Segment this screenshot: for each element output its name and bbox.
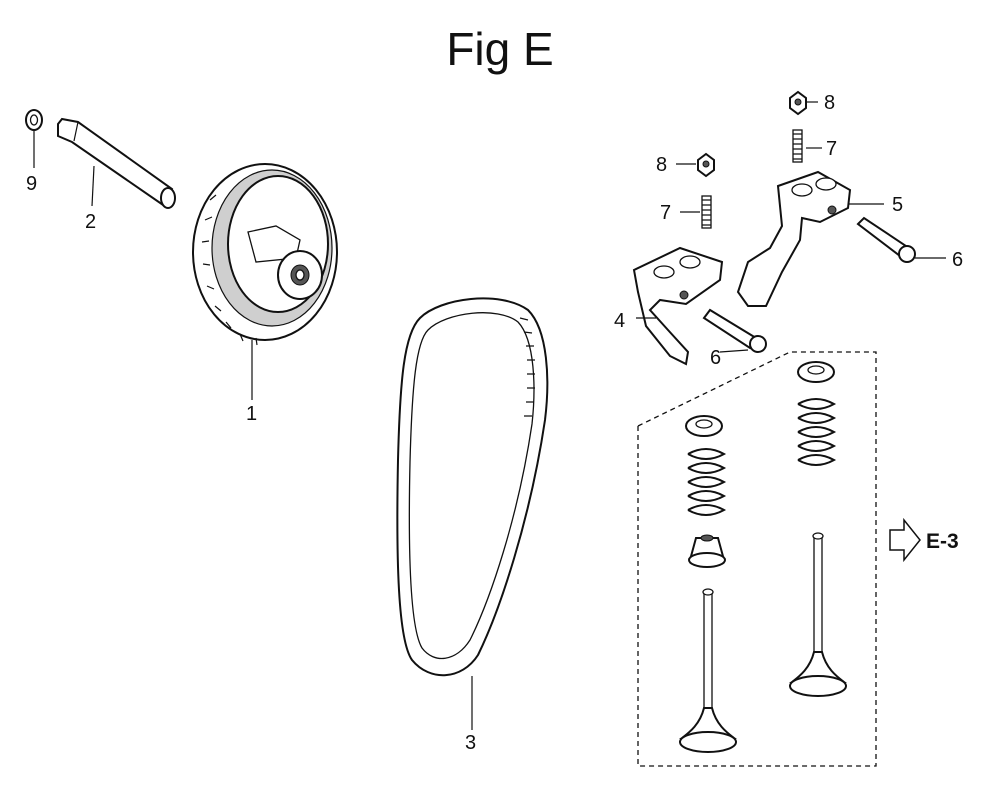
rocker-arm-exhaust-part[interactable] bbox=[736, 170, 852, 307]
adjusting-stud-left-part[interactable] bbox=[701, 195, 712, 229]
rocker-arm-part[interactable] bbox=[632, 246, 724, 366]
valve-retainer-left-part[interactable] bbox=[685, 415, 723, 437]
lock-nut-left-part[interactable] bbox=[697, 152, 715, 178]
timing-belt-part[interactable] bbox=[396, 297, 549, 677]
reference-link[interactable]: E-3 bbox=[889, 517, 959, 563]
callout-5: 5 bbox=[892, 194, 903, 216]
valve-spring-right-part[interactable] bbox=[797, 398, 837, 466]
rocker-pin-right-part[interactable] bbox=[856, 216, 916, 263]
figure-title: Fig E bbox=[446, 23, 554, 75]
reference-label[interactable]: E-3 bbox=[926, 530, 959, 553]
adjusting-stud-right-part[interactable] bbox=[792, 129, 803, 163]
intake-valve-part[interactable] bbox=[679, 588, 737, 753]
arrow-right-icon bbox=[889, 517, 921, 563]
callout-1: 1 bbox=[246, 403, 257, 425]
callout-9: 9 bbox=[26, 173, 37, 195]
callout-7-right: 7 bbox=[826, 138, 837, 160]
shaft-part[interactable] bbox=[57, 117, 176, 209]
valve-spring-left-part[interactable] bbox=[687, 448, 727, 516]
leader-lines bbox=[33, 101, 946, 730]
callout-2: 2 bbox=[85, 211, 96, 233]
washer-part[interactable] bbox=[25, 109, 43, 131]
callout-8-right: 8 bbox=[824, 92, 835, 114]
belt-teeth bbox=[519, 317, 535, 417]
callout-8-left: 8 bbox=[656, 154, 667, 176]
valve-stem-seal-part[interactable] bbox=[688, 534, 726, 568]
pulley-teeth bbox=[201, 194, 258, 346]
callout-6-left: 6 bbox=[710, 347, 721, 369]
cam-pulley-part[interactable] bbox=[192, 163, 338, 346]
valve-retainer-right-part[interactable] bbox=[797, 361, 835, 383]
lock-nut-right-part[interactable] bbox=[789, 90, 807, 116]
callout-3: 3 bbox=[465, 732, 476, 754]
rocker-pin-left-part[interactable] bbox=[702, 308, 767, 353]
exhaust-valve-part[interactable] bbox=[789, 532, 847, 697]
valve-assembly-group bbox=[637, 351, 877, 767]
callout-4: 4 bbox=[614, 310, 625, 332]
callout-6-right: 6 bbox=[952, 249, 963, 271]
callout-7-left: 7 bbox=[660, 202, 671, 224]
